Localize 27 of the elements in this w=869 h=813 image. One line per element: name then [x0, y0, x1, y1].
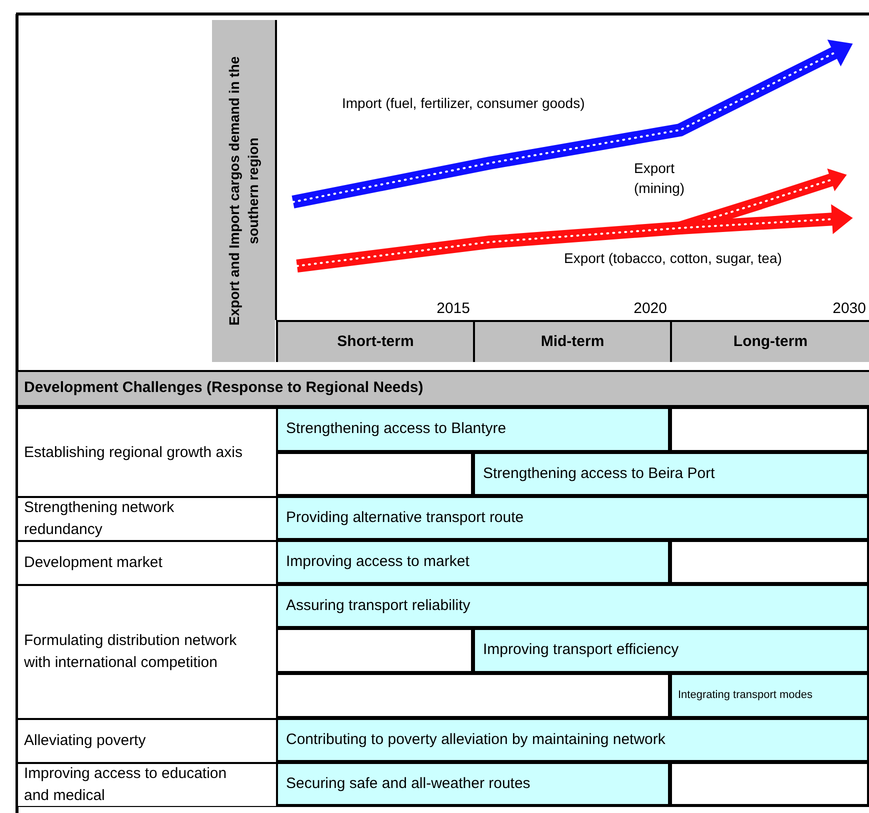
series-label: Import (fuel, fertilizer, consumer goods): [342, 94, 586, 113]
measure-bar: Integrating transport modes: [670, 673, 869, 718]
challenge-cell: Strengthening network redundancy: [18, 496, 276, 540]
challenge-cell: Development market: [18, 540, 276, 584]
series-label: Export (tobacco, cotton, sugar, tea): [564, 249, 783, 268]
measure-bar: Strengthening access to Beira Port: [473, 452, 869, 496]
section-header: Development Challenges (Response to Regional Needs): [18, 370, 869, 407]
challenge-cell: Formulating distribution network with international competition: [18, 584, 276, 718]
period-header: Short-term: [276, 320, 473, 362]
year-label: 2020: [632, 299, 667, 319]
period-header: Mid-term: [473, 320, 670, 362]
measure-bar: Assuring transport reliability: [276, 584, 869, 628]
year-label: 2015: [436, 299, 470, 319]
measure-bar: Improving transport efficiency: [473, 628, 869, 673]
measure-bar: Securing safe and all-weather routes: [276, 762, 670, 806]
measure-bar: Contributing to poverty alleviation by maintaining network: [276, 718, 869, 762]
measure-bar: Providing alternative transport route: [276, 496, 869, 540]
challenge-cell: Improving access to education and medical: [18, 762, 276, 806]
period-header: Long-term: [670, 320, 869, 362]
axis-title-panel: [212, 20, 275, 362]
year-label: 2030: [832, 299, 866, 319]
measure-bar: Improving access to market: [276, 540, 670, 584]
series-label: Export (mining): [634, 159, 686, 198]
challenge-cell: Establishing regional growth axis: [18, 407, 276, 496]
axis-title: Export and Import cargos demand in the southern region: [224, 56, 262, 326]
challenge-cell: Alleviating poverty: [18, 718, 276, 762]
measure-bar: Strengthening access to Blantyre: [276, 407, 670, 452]
